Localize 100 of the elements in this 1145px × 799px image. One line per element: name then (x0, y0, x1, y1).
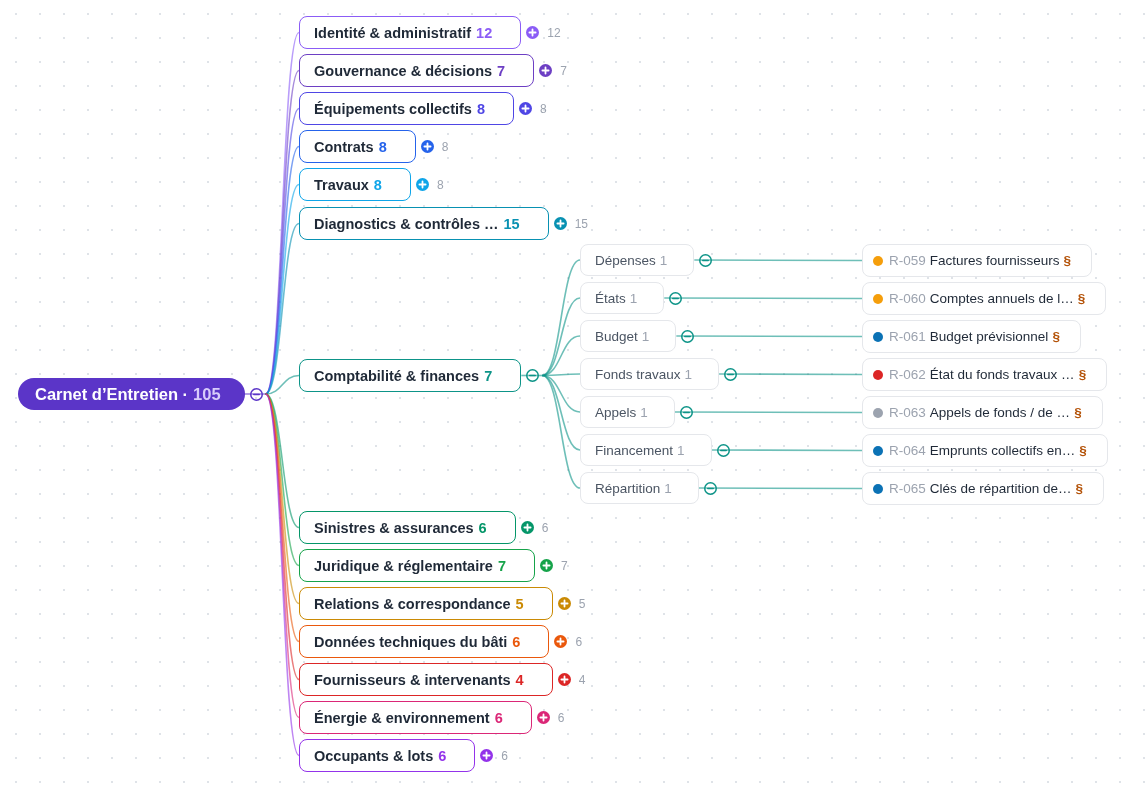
record-title: Clés de répartition de… (929, 481, 1072, 496)
item-count: 4 (515, 671, 524, 688)
connector-line (264, 374, 300, 395)
item-count: 8 (378, 138, 387, 155)
child-count: 6 (541, 520, 549, 535)
record-id: R-060 (889, 291, 926, 306)
connector-line (675, 335, 863, 338)
item-count: 1 (677, 442, 685, 458)
root-title: Carnet d’Entretien · (35, 384, 189, 404)
topic-title: Sinistres & assurances (314, 519, 474, 536)
topic-title: Gouvernance & décisions (314, 62, 493, 79)
item-count: 12 (476, 24, 493, 41)
record-title: État du fonds travaux … (929, 367, 1075, 382)
topic-title: Énergie & environnement (314, 709, 490, 726)
topic-title: Occupants & lots (314, 747, 434, 764)
topic-box (299, 92, 514, 125)
topic-title: Équipements collectifs (314, 100, 472, 117)
connector-line (520, 374, 544, 377)
topic-box (299, 130, 416, 163)
total-count: 105 (193, 384, 221, 404)
item-count: 15 (503, 215, 520, 232)
topic-title: Juridique & réglementaire (314, 557, 493, 574)
topic-title: Diagnostics & contrôles … (314, 215, 499, 232)
item-count: 5 (515, 595, 524, 612)
item-count: 8 (373, 176, 382, 193)
topic-title: Relations & correspondance (314, 595, 511, 612)
child-count: 8 (436, 177, 444, 192)
child-count: 7 (560, 63, 567, 78)
legal-reference-mark: § (1052, 329, 1060, 344)
root-node (18, 378, 245, 410)
child-count: 8 (540, 101, 547, 116)
record-id: R-065 (889, 481, 926, 496)
subtopic-box (580, 282, 665, 314)
child-count: 6 (575, 634, 583, 649)
subtopic-box (580, 244, 695, 276)
item-count: 8 (476, 100, 485, 117)
child-count: 15 (574, 216, 588, 231)
record-title: Factures fournisseurs (929, 253, 1060, 268)
connector-line (718, 373, 863, 376)
connector-line (698, 487, 863, 490)
record-id: R-061 (889, 329, 926, 344)
topic-title: Fournisseurs & intervenants (314, 671, 511, 688)
item-count: 7 (484, 367, 493, 384)
subtopic-box (580, 396, 675, 428)
record-card (862, 244, 1093, 277)
subtopic-box (580, 472, 699, 504)
item-count: 1 (659, 252, 668, 268)
topic-box (299, 16, 522, 49)
subtopic-title: Répartition (595, 480, 661, 496)
item-count: 7 (497, 62, 506, 79)
child-count: 6 (501, 748, 508, 763)
record-id: R-059 (889, 253, 926, 268)
topic-box (299, 701, 532, 734)
topic-box (299, 511, 516, 544)
record-title: Appels de fonds / de … (929, 405, 1071, 420)
topic-box (299, 207, 549, 240)
connector-line (264, 393, 300, 605)
topic-box (299, 359, 522, 392)
connector-line (541, 374, 581, 489)
record-card (862, 358, 1108, 391)
record-card (862, 320, 1081, 353)
topic-title: Données techniques du bâti (314, 633, 508, 650)
item-count: 6 (512, 633, 521, 650)
record-title: Comptes annuels de l… (929, 291, 1074, 306)
record-title: Emprunts collectifs en… (929, 443, 1076, 458)
item-count: 1 (641, 328, 650, 344)
subtopic-title: Budget (595, 328, 638, 344)
item-count: 1 (664, 480, 672, 496)
child-count: 4 (578, 672, 586, 687)
item-count: 6 (478, 519, 487, 536)
topic-title: Travaux (314, 176, 369, 193)
topic-title: Contrats (314, 138, 374, 155)
record-card (862, 434, 1108, 467)
child-count: 12 (547, 25, 561, 40)
child-count: 5 (578, 596, 586, 611)
connector-line (541, 335, 581, 377)
connector-line (264, 222, 300, 395)
subtopic-title: Appels (595, 404, 637, 420)
legal-reference-mark: § (1077, 291, 1086, 306)
topic-title: Identité & administratif (314, 24, 472, 41)
connector-line (663, 297, 863, 300)
legal-reference-mark: § (1063, 253, 1072, 268)
topic-box (299, 549, 535, 582)
subtopic-title: Dépenses (595, 252, 656, 268)
child-count: 8 (441, 139, 449, 154)
legal-reference-mark: § (1074, 405, 1082, 420)
connector-line (541, 297, 581, 377)
record-title: Budget prévisionnel (929, 329, 1049, 344)
legal-reference-mark: § (1078, 367, 1087, 382)
item-count: 1 (629, 290, 638, 306)
connector-line (674, 411, 863, 414)
topic-box (299, 625, 550, 658)
topic-box (299, 663, 553, 696)
connector-line (693, 259, 863, 262)
subtopic-box (580, 434, 712, 466)
child-count: 7 (560, 558, 568, 573)
item-count: 1 (640, 404, 648, 420)
topic-box (299, 168, 411, 201)
legal-reference-mark: § (1075, 481, 1084, 496)
record-card (862, 472, 1105, 505)
